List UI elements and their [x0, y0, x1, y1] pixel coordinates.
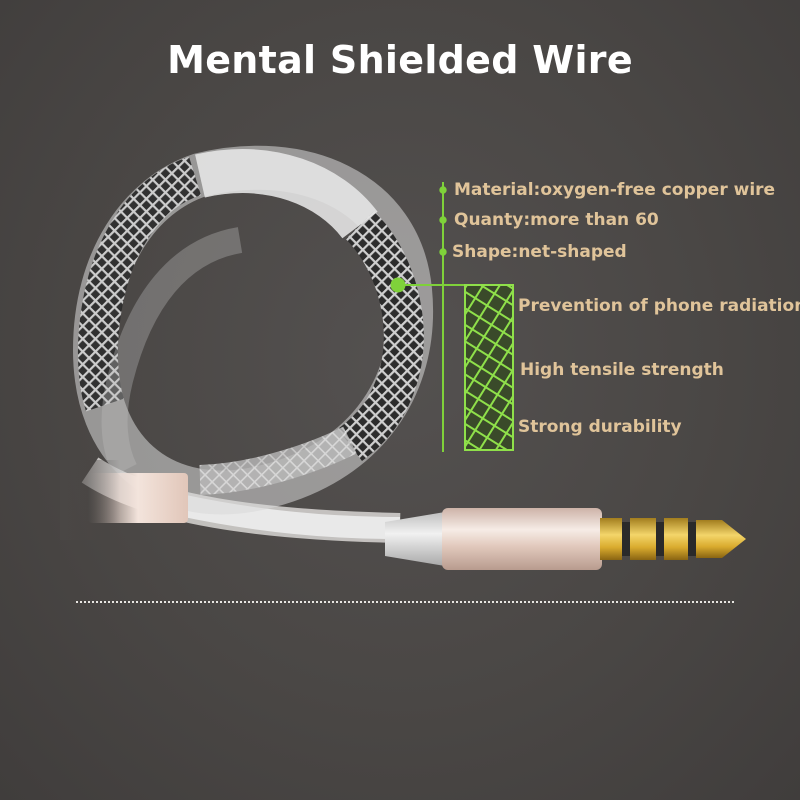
braided-mesh-left [77, 156, 202, 412]
feature-radiation: Prevention of phone radiation [518, 296, 800, 316]
audio-jack-plug [600, 518, 746, 560]
spec-quantity: Quanty:more than 60 [454, 210, 659, 230]
braided-mesh-right [337, 210, 424, 461]
feature-tensile: High tensile strength [520, 360, 724, 380]
callout-connector [390, 182, 465, 452]
plug-strain-relief [385, 512, 445, 566]
braided-mesh-swatch [464, 284, 514, 451]
feature-durability: Strong durability [518, 417, 682, 437]
page-title: Mental Shielded Wire [167, 38, 633, 82]
plug-sleeve [442, 508, 602, 570]
spec-material: Material:oxygen-free copper wire [454, 180, 776, 200]
spec-shape: Shape:net-shaped [452, 242, 627, 262]
dotted-divider [76, 601, 734, 603]
